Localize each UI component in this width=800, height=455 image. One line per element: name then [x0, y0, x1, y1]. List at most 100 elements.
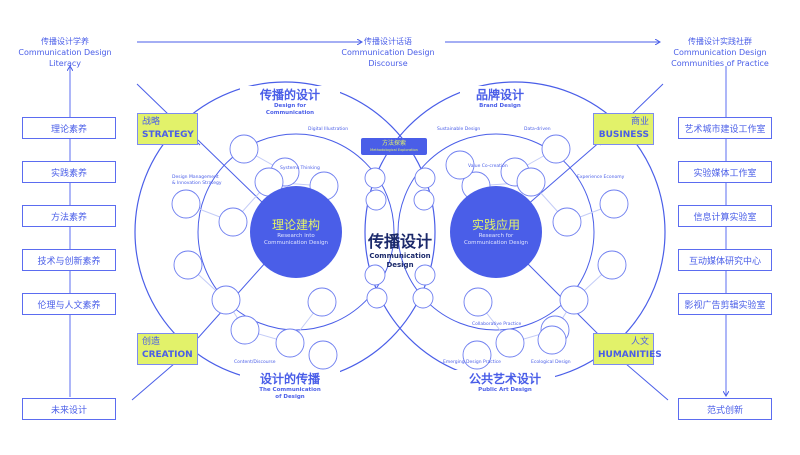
topic-node [599, 189, 629, 219]
topic-node [516, 167, 546, 197]
topic-node [414, 264, 436, 286]
discourse-en1: Communication Design [341, 48, 435, 57]
caption-line: Design Management [172, 175, 219, 180]
topic-node [597, 250, 627, 280]
core-title: 实践应用 [471, 218, 520, 232]
core-title: 理论建构 [271, 218, 320, 232]
theory-core [250, 186, 342, 278]
caption: Experience Economy [577, 175, 625, 180]
topic-node [413, 189, 435, 211]
section-subtitle: The Communication [259, 387, 321, 393]
topic-node [173, 250, 203, 280]
literacy-zh: 传播设计学养 [41, 37, 89, 46]
caption: Sustainable Design [437, 127, 481, 132]
caption: Content/Discourse [234, 360, 276, 365]
topic-node [366, 287, 388, 309]
caption: Systems Thinking [280, 166, 320, 171]
topic-node [537, 325, 567, 355]
section-title: 传播的设计 [259, 88, 320, 102]
badge-en: Methodological Exploration [370, 148, 418, 152]
section-subtitle: Design for [273, 103, 307, 109]
literacy-item: 技术与创新素养 [22, 249, 116, 271]
theory-core-label: 理论建构 Research into Communication Design [256, 216, 336, 247]
caption-line: & Innovation Strategy [172, 180, 222, 186]
center-subtitle: Communication [369, 252, 431, 260]
literacy-en1: Communication Design [18, 48, 112, 57]
literacy-item: 伦理与人文素养 [22, 293, 116, 315]
core-subtitle: Research into [277, 233, 315, 239]
section-subtitle: Public Art Design [478, 387, 532, 393]
topic-node [412, 287, 434, 309]
badge-zh: 方法探索 [381, 140, 406, 147]
method-exploration-badge: 方法探索 Methodological Exploration [361, 138, 427, 155]
section-title: 设计的传播 [259, 372, 320, 386]
topic-node [445, 150, 475, 180]
quadrant-strategy: 战略 STRATEGY [137, 113, 198, 145]
studio-item: 互动媒体研究中心 [678, 249, 772, 271]
topic-node [364, 167, 386, 189]
quadrant-business: 商业 BUSINESS [593, 113, 654, 145]
caption: Collaborative Practice [472, 322, 522, 327]
quadrant-humanities: 人文 HUMANITIES [593, 333, 662, 365]
section-title: 公共艺术设计 [468, 372, 541, 386]
topic-node [462, 340, 492, 370]
topic-node [308, 340, 338, 370]
section-title: 品牌设计 [475, 88, 524, 102]
topic-node [559, 285, 589, 315]
humanities-en: HUMANITIES [598, 350, 662, 360]
center-subtitle: Design [386, 261, 414, 269]
topic-node [218, 207, 248, 237]
topic-node [364, 264, 386, 286]
studio-item: 实验媒体工作室 [678, 161, 772, 183]
section-subtitle: Brand Design [479, 103, 521, 109]
section-subtitle: of Design [275, 394, 305, 400]
literacy-en2: Literacy [48, 59, 82, 68]
topic-node [365, 189, 387, 211]
right-inner-ring [397, 133, 595, 331]
section-design-for-communication: 传播的设计 Design for Communication [240, 86, 340, 117]
discourse-zh: 传播设计话语 [364, 37, 412, 46]
core-subtitle: Communication Design [463, 240, 529, 246]
discourse-en2: Discourse [368, 59, 408, 68]
caption: Ecological Design [531, 360, 571, 365]
strategy-en: STRATEGY [142, 130, 194, 140]
top-label-discourse: 传播设计话语 Communication Design Discourse [328, 36, 448, 69]
topic-node [552, 207, 582, 237]
topic-node [275, 328, 305, 358]
topic-node [307, 287, 337, 317]
studio-item: 艺术城市建设工作室 [678, 117, 772, 139]
caption: Data-driven [524, 127, 551, 132]
section-subtitle: Communication [265, 110, 315, 116]
literacy-item: 实践素养 [22, 161, 116, 183]
caption: Value Co-creation [468, 164, 508, 169]
topic-node [230, 315, 260, 345]
creation-zh: 创造 [142, 337, 161, 347]
section-communication-of-design: 设计的传播 The Communication of Design [240, 370, 340, 401]
business-en: BUSINESS [598, 130, 649, 140]
topic-node [541, 134, 571, 164]
strategy-zh: 战略 [142, 117, 161, 127]
paradigm-innovation-box: 范式创新 [678, 398, 772, 420]
core-subtitle: Research for [478, 233, 514, 239]
topic-node [229, 134, 259, 164]
literacy-item: 方法素养 [22, 205, 116, 227]
humanities-zh: 人文 [630, 337, 649, 347]
business-zh: 商业 [630, 117, 649, 127]
creation-en: CREATION [142, 350, 193, 360]
topic-node [211, 285, 241, 315]
future-design-box: 未来设计 [22, 398, 116, 420]
studio-item: 信息计算实验室 [678, 205, 772, 227]
communities-zh: 传播设计实践社群 [688, 37, 752, 46]
core-subtitle: Communication Design [263, 240, 329, 246]
center-title: 传播设计 [367, 232, 432, 251]
topic-node [171, 189, 201, 219]
section-brand-design: 品牌设计 Brand Design [460, 86, 540, 110]
topic-node [495, 328, 525, 358]
studio-item: 影视广告剪辑实验室 [678, 293, 772, 315]
literacy-item: 理论素养 [22, 117, 116, 139]
section-public-art-design: 公共艺术设计 Public Art Design [455, 370, 555, 394]
caption: Design Management & Innovation Strategy [172, 175, 221, 186]
caption: Digital Illustration [308, 127, 349, 132]
quadrant-creation: 创造 CREATION [137, 333, 198, 365]
